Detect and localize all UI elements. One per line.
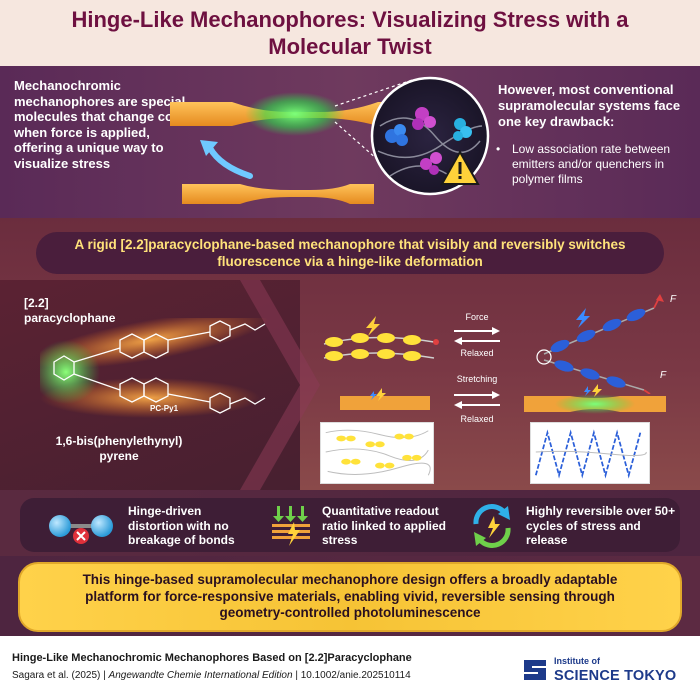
subtitle: A rigid [2.2]paracyclophane-based mechan… — [36, 232, 664, 274]
relaxed-film — [340, 388, 430, 410]
stretched-film — [524, 384, 666, 414]
molecule-structure — [40, 318, 269, 418]
emitter-cluster-teal — [453, 118, 472, 141]
force-arrow-label: Force — [465, 312, 489, 322]
features-section: Hinge-driven distortion with no breakage… — [0, 490, 700, 556]
drawback-heading: However, most conventional supramolecula… — [498, 82, 681, 129]
lightning-icon — [576, 308, 590, 328]
feature-text-3: Highly reversible over 50+ cycles of str… — [526, 504, 676, 547]
double-arrow-top — [454, 327, 500, 345]
emitter-cluster-blue — [385, 124, 408, 146]
bullet-icon: • — [496, 142, 501, 156]
reference-journal: Angewandte Chemie International Edition — [108, 670, 293, 681]
cycle-icon — [473, 504, 511, 548]
paracyclophane-label: [2.2] paracyclophane — [24, 296, 116, 325]
conclusion-section: This hinge-based supramolecular mechanop… — [0, 556, 700, 636]
conclusion-text: This hinge-based supramolecular mechanop… — [18, 562, 682, 632]
hinge-icon — [49, 515, 113, 544]
page-title: Hinge-Like Mechanophores: Visualizing St… — [71, 7, 629, 59]
double-arrow-bottom — [454, 391, 500, 409]
compound-label: PC-Py1 — [150, 404, 179, 413]
relaxed-arrow-label-2: Relaxed — [460, 414, 494, 424]
curved-arrow — [207, 145, 253, 179]
relaxed-film-zoom — [320, 422, 434, 484]
quencher-cluster-purple-2 — [420, 152, 442, 175]
relaxed-bar — [182, 184, 374, 204]
logo-text: SCIENCE TOKYO — [554, 668, 677, 684]
drawback-item: Low association rate between emitters an… — [512, 142, 671, 186]
logo-mark-icon — [524, 660, 546, 680]
relaxed-chain — [323, 316, 439, 361]
readout-icon — [272, 506, 310, 546]
force-label-bottom: F — [660, 370, 667, 381]
intro-section: Mechanochromic mechanophores are special… — [0, 66, 700, 218]
footer: Hinge-Like Mechanochromic Mechanophores … — [0, 636, 700, 700]
reference-title: Hinge-Like Mechanochromic Mechanophores … — [12, 652, 412, 664]
stretched-film-illustration — [170, 76, 490, 204]
quencher-cluster-purple — [412, 107, 436, 130]
logo-small-text: Institute of — [554, 656, 600, 666]
lightning-icon — [592, 384, 602, 397]
reference-citation: Sagara et al. (2025) | Angewandte Chemie… — [12, 670, 411, 681]
green-glow — [245, 92, 345, 136]
warning-icon — [440, 149, 480, 185]
features-panel — [20, 498, 680, 552]
mechanism-section: A rigid [2.2]paracyclophane-based mechan… — [0, 218, 700, 490]
lightning-icon — [366, 316, 380, 336]
force-label-top: F — [670, 294, 677, 305]
title-banner: Hinge-Like Mechanophores: Visualizing St… — [0, 0, 700, 66]
reference-doi[interactable]: | 10.1002/anie.202510114 — [292, 670, 411, 681]
stretched-film-zoom — [530, 422, 650, 484]
lightning-icon — [376, 388, 386, 401]
feature-text-2: Quantitative readout ratio linked to app… — [322, 504, 447, 547]
chevron-divider — [240, 280, 320, 490]
stretching-arrow-label: Stretching — [456, 374, 498, 384]
feature-text-1: Hinge-driven distortion with no breakage… — [128, 504, 235, 547]
relaxed-arrow-label-1: Relaxed — [460, 348, 494, 358]
intro-text: Mechanochromic mechanophores are special… — [14, 78, 190, 171]
pyrene-label: 1,6-bis(phenylethynyl) pyrene — [55, 434, 183, 463]
reference-authors: Sagara et al. (2025) | — [12, 670, 109, 681]
stretched-chain — [536, 294, 664, 394]
